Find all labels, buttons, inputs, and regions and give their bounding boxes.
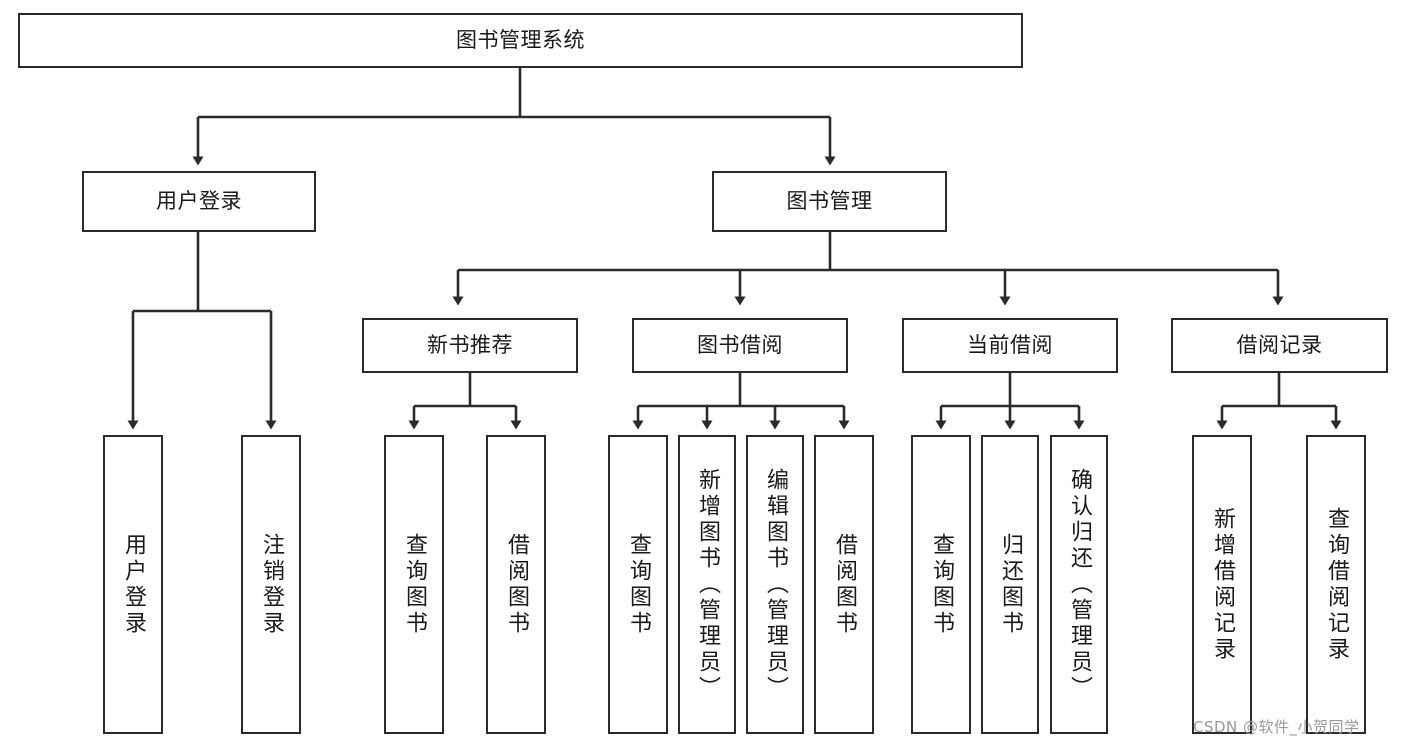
node-label: 编辑图书（管理员） bbox=[763, 467, 788, 702]
node-label: 新增图书（管理员） bbox=[695, 467, 720, 702]
node-label: 借阅记录 bbox=[1236, 333, 1323, 358]
node-label: 当前借阅 bbox=[967, 333, 1053, 358]
leaf-edit-book[interactable]: 编辑图书（管理员） bbox=[746, 435, 804, 734]
watermark-text: CSDN @软件_小贺同学 bbox=[1193, 718, 1360, 736]
node-label: 图书借阅 bbox=[697, 333, 783, 358]
node-label: 新增借阅记录 bbox=[1210, 506, 1235, 663]
node-root-system[interactable]: 图书管理系统 bbox=[18, 13, 1023, 68]
leaf-borrow-book-recommend[interactable]: 借阅图书 bbox=[486, 435, 546, 734]
node-new-book-recommend[interactable]: 新书推荐 bbox=[362, 318, 578, 373]
node-book-borrow[interactable]: 图书借阅 bbox=[632, 318, 848, 373]
node-borrow-record[interactable]: 借阅记录 bbox=[1171, 318, 1388, 373]
leaf-query-book-recommend[interactable]: 查询图书 bbox=[384, 435, 444, 734]
leaf-query-book-current[interactable]: 查询图书 bbox=[911, 435, 971, 734]
node-label: 借阅图书 bbox=[832, 532, 857, 637]
node-label: 注销登录 bbox=[259, 532, 284, 637]
node-label: 归还图书 bbox=[998, 532, 1023, 637]
leaf-user-login[interactable]: 用户登录 bbox=[103, 435, 163, 734]
leaf-borrow-book[interactable]: 借阅图书 bbox=[814, 435, 874, 734]
node-label: 查询图书 bbox=[402, 532, 427, 637]
node-label: 用户登录 bbox=[121, 532, 146, 637]
leaf-logout[interactable]: 注销登录 bbox=[241, 435, 301, 734]
node-label: 查询图书 bbox=[626, 532, 651, 637]
leaf-return-book[interactable]: 归还图书 bbox=[981, 435, 1039, 734]
node-label: 确认归还（管理员） bbox=[1067, 467, 1092, 702]
node-label: 查询图书 bbox=[929, 532, 954, 637]
node-user-login[interactable]: 用户登录 bbox=[82, 171, 316, 232]
leaf-add-book[interactable]: 新增图书（管理员） bbox=[678, 435, 736, 734]
node-book-manage[interactable]: 图书管理 bbox=[712, 171, 947, 232]
node-label: 图书管理 bbox=[786, 189, 873, 214]
node-label: 借阅图书 bbox=[504, 532, 529, 637]
leaf-query-borrow-record[interactable]: 查询借阅记录 bbox=[1306, 435, 1366, 734]
leaf-confirm-return[interactable]: 确认归还（管理员） bbox=[1050, 435, 1108, 734]
node-label: 用户登录 bbox=[156, 189, 242, 214]
leaf-query-book-borrow[interactable]: 查询图书 bbox=[608, 435, 668, 734]
node-label: 图书管理系统 bbox=[456, 28, 585, 53]
leaf-add-borrow-record[interactable]: 新增借阅记录 bbox=[1192, 435, 1252, 734]
node-label: 新书推荐 bbox=[427, 333, 513, 358]
node-label: 查询借阅记录 bbox=[1324, 506, 1349, 663]
node-current-borrow[interactable]: 当前借阅 bbox=[902, 318, 1118, 373]
